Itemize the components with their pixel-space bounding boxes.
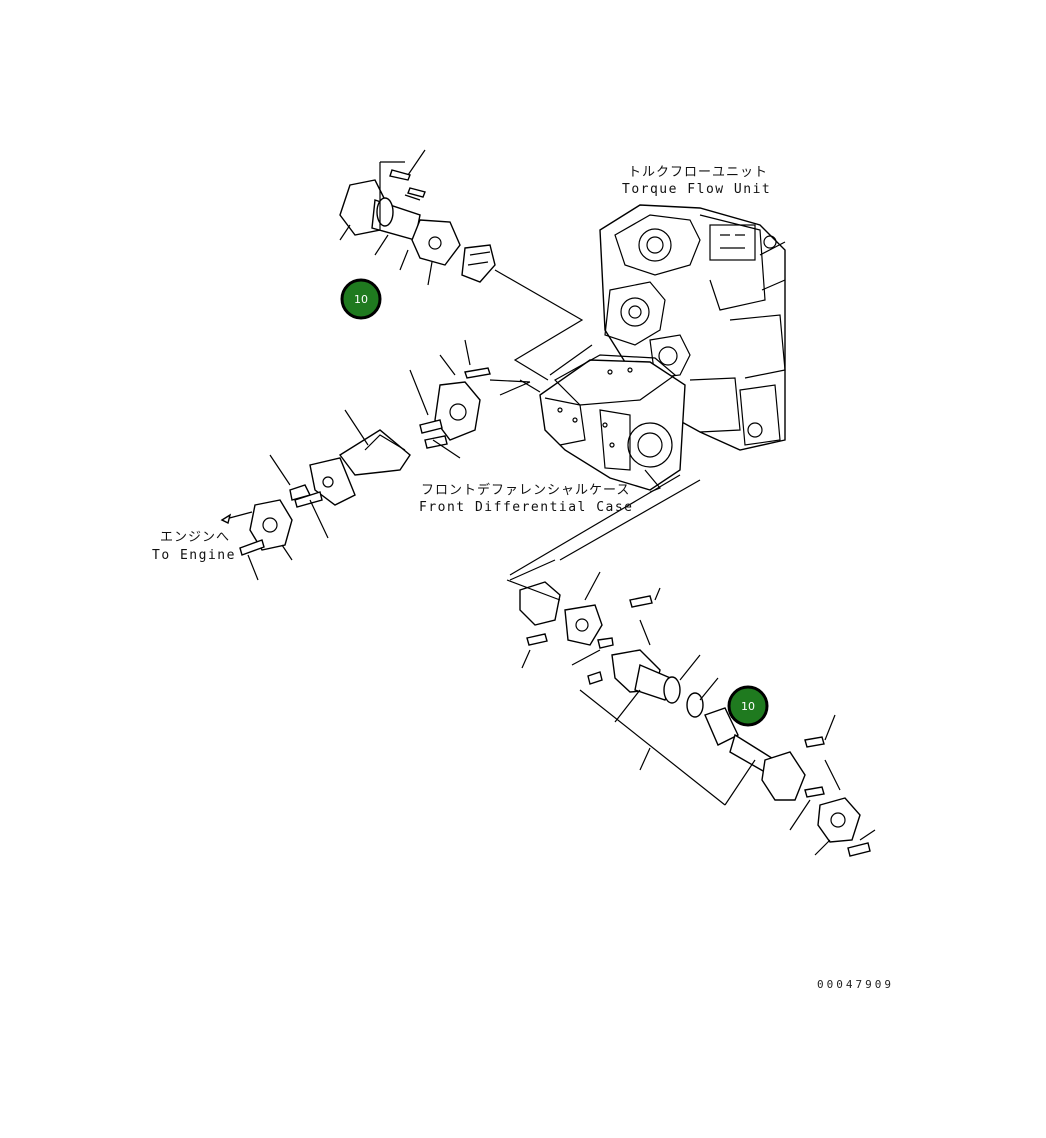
drawing-code: 00047909 <box>817 978 894 991</box>
front-diff-label-jp: フロントデファレンシャルケース <box>421 482 630 498</box>
callout-badge-upper[interactable]: 10 <box>340 278 382 320</box>
badge-circle[interactable] <box>727 685 769 727</box>
upper-drive-shaft-assembly <box>339 149 496 286</box>
front-diff-label-en: Front Differential Case <box>419 500 634 515</box>
badge-circle[interactable] <box>340 278 382 320</box>
badge-label: 10 <box>741 700 755 713</box>
to-engine-label-en: To Engine <box>152 548 236 563</box>
badge-label: 10 <box>354 293 368 306</box>
engine-coupling-assembly <box>220 454 329 581</box>
middle-drive-shaft-assembly <box>309 339 531 506</box>
torque-flow-unit-label-en: Torque Flow Unit <box>622 182 771 197</box>
callout-badge-lower[interactable]: 10 <box>727 685 769 727</box>
to-engine-label-jp: エンジンへ <box>160 530 230 545</box>
lower-drive-shaft-assembly <box>506 559 876 857</box>
front-differential-case <box>539 354 686 493</box>
connection-lines <box>494 269 701 576</box>
torque-flow-unit-label-jp: トルクフローユニット <box>628 165 768 180</box>
